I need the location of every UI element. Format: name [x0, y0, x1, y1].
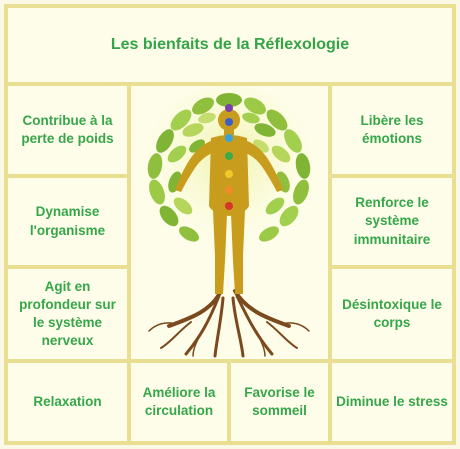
benefit-detox: Désintoxique le corps [332, 269, 452, 359]
page-title: Les bienfaits de la Réflexologie [8, 8, 452, 82]
benefit-circulation: Améliore la circulation [131, 363, 227, 441]
roots [148, 289, 310, 358]
benefit-sleep: Favorise le sommeil [231, 363, 328, 441]
benefit-nervous-system: Agit en profondeur sur le système nerveu… [8, 269, 127, 359]
benefit-weight-loss: Contribue à la perte de poids [8, 86, 127, 174]
benefit-stress: Diminue le stress [332, 363, 452, 441]
benefits-board: Les bienfaits de la Réflexologie Contrib… [4, 4, 456, 445]
leaves [147, 93, 311, 242]
chakra-points [225, 104, 233, 210]
tree-figure-illustration [131, 86, 328, 359]
benefit-relaxation: Relaxation [8, 363, 127, 441]
benefit-energize: Dynamise l'organisme [8, 178, 127, 265]
benefit-emotions: Libère les émotions [332, 86, 452, 174]
tree-of-life-icon [139, 86, 319, 358]
benefit-immune-system: Renforce le système immunitaire [332, 178, 452, 265]
